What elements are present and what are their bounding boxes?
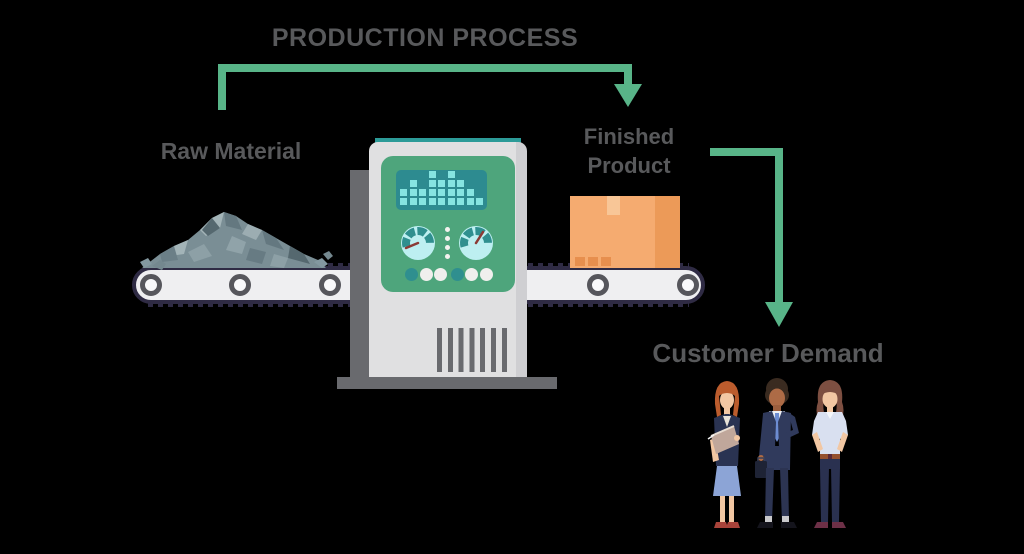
indicator-dot-icon — [444, 227, 450, 232]
machine-button — [451, 268, 464, 281]
equalizer-bar — [409, 180, 417, 205]
customer-demand-label: Customer Demand — [652, 338, 884, 368]
process-arrow-icon — [218, 64, 642, 110]
equalizer-bar — [400, 189, 407, 205]
belt-roller-icon — [229, 274, 251, 296]
machine-button — [434, 268, 447, 281]
gauge-icon — [401, 226, 435, 260]
machine-button — [480, 268, 493, 281]
finished-product-label: Finished Product — [556, 122, 702, 180]
raw-material-label: Raw Material — [160, 138, 302, 164]
equalizer-bar — [457, 180, 464, 205]
equalizer-bar — [466, 189, 474, 205]
equalizer-bar — [438, 180, 445, 205]
indicator-dot-icon — [444, 245, 450, 250]
vent-grille-icon — [437, 328, 507, 372]
finished-product-box — [570, 196, 680, 268]
machine-button — [420, 268, 433, 281]
machine-support-column — [350, 170, 369, 380]
belt-roller-icon — [677, 274, 699, 296]
indicator-dot-icon — [444, 254, 450, 259]
diagram-title: PRODUCTION PROCESS — [271, 24, 579, 52]
customer-woman-right — [812, 380, 848, 528]
indicator-dot-icon — [444, 236, 450, 241]
belt-roller-icon — [587, 274, 609, 296]
production-machine — [369, 142, 527, 378]
equalizer-bar — [476, 198, 483, 205]
gauge-icon — [459, 226, 493, 260]
machine-button — [465, 268, 478, 281]
machine-button — [405, 268, 418, 281]
customer-man-middle — [755, 378, 799, 528]
machine-base — [337, 377, 557, 389]
box-tape — [607, 196, 620, 215]
customer-woman-left — [707, 381, 741, 528]
box-label-mark — [601, 257, 611, 266]
equalizer-bar — [419, 189, 426, 205]
finished-product-line1: Finished — [583, 124, 675, 149]
raw-material-pile — [140, 212, 333, 270]
belt-roller-icon — [319, 274, 341, 296]
equalizer-bar — [428, 171, 436, 205]
belt-roller-icon — [140, 274, 162, 296]
machine-control-panel — [381, 156, 515, 292]
box-label-mark — [588, 257, 598, 266]
equalizer-bar — [447, 171, 455, 205]
customers-illustration — [707, 378, 848, 528]
equalizer-display — [396, 170, 487, 210]
box-label-mark — [575, 257, 585, 266]
finished-product-line2: Product — [587, 153, 671, 178]
demand-arrow-icon — [710, 148, 793, 327]
